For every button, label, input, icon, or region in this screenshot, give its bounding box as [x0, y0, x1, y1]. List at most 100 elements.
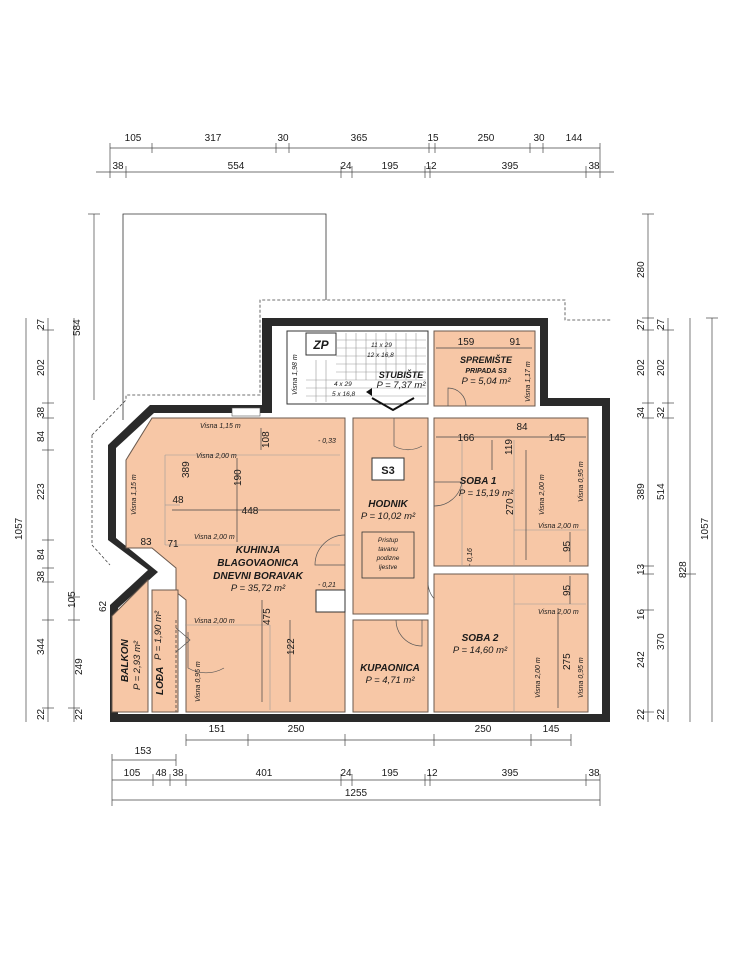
room-soba1: 166 84 145 119 270 95 Visna 2,00 m Visna…	[433, 417, 589, 567]
right-dim-a5: 389	[636, 483, 647, 500]
kuhinja-dim-448: 448	[242, 506, 259, 517]
right-dimension-chain: 280 27 202 34 389 13 16 242 22 27 202 32…	[636, 213, 718, 722]
soba1-area: P = 15,19 m²	[459, 488, 514, 499]
room-kupaonica: KUPAONICA P = 4,71 m²	[352, 619, 429, 713]
top-dim-5: 15	[427, 133, 439, 144]
top-dim-8: 144	[566, 133, 583, 144]
kuhinja-name-3: DNEVNI BORAVAK	[213, 571, 303, 582]
soba1-dim-95: 95	[562, 540, 573, 552]
top-dim-2: 317	[205, 133, 222, 144]
stubiste-name: STUBIŠTE	[379, 369, 425, 380]
stubiste-area: P = 7,37 m²	[376, 380, 426, 391]
top-dim-6: 250	[478, 133, 495, 144]
soba2-height-2: Visna 2,00 m	[535, 657, 542, 698]
spremiste-sub: PRIPADA S3	[465, 368, 506, 375]
spremiste-dim-b: 91	[509, 337, 521, 348]
bottom-dim-4: 145	[543, 724, 560, 735]
bottom-dim-r3-5: 24	[340, 768, 352, 779]
kuhinja-dim-122: 122	[286, 638, 297, 655]
right-dim-a4: 34	[636, 406, 647, 418]
bottom-dim-r3-4: 401	[256, 768, 273, 779]
bottom-dim-1: 151	[209, 724, 226, 735]
hodnik-note-1: Pristup	[378, 537, 399, 544]
spremiste-dim-a: 159	[458, 337, 475, 348]
kupaonica-name: KUPAONICA	[360, 663, 420, 674]
left-dim-7: 38	[36, 570, 47, 582]
top-dim-r2-1: 38	[112, 161, 124, 172]
top-dim-r2-7: 38	[588, 161, 600, 172]
zp-label: ZP	[312, 338, 329, 352]
spremiste-height: Visna 1,17 m	[525, 361, 532, 402]
soba1-name: SOBA 1	[460, 476, 497, 487]
left-dim-10: 22	[36, 708, 47, 720]
balkon-name: BALKON	[120, 638, 131, 682]
soba1-dim-166: 166	[458, 433, 475, 444]
stubiste-height: Visna 1,98 m	[292, 354, 299, 395]
hodnik-name: HODNIK	[368, 499, 408, 510]
soba2-height-3: Visna 0,95 m	[578, 657, 585, 698]
lodja-area: P = 1,90 m²	[153, 610, 164, 660]
soba1-dim-119: 119	[504, 439, 515, 455]
kuhinja-height-3: Visna 1,15 m	[131, 474, 138, 515]
room-soba2: 95 275 Visna 2,00 m Visna 2,00 m Visna 0…	[433, 573, 589, 713]
left-dimension-chain: 27 202 38 84 223 84 38 105 344 22 584 62…	[14, 213, 109, 722]
kuhinja-level-2: - 0,21	[318, 582, 336, 589]
kupaonica-area: P = 4,71 m²	[365, 675, 415, 686]
soba2-height-1: Visna 2,00 m	[538, 609, 579, 616]
kuhinja-height-1: Visna 1,15 m	[200, 423, 241, 430]
hodnik-note-4: ljestve	[379, 564, 398, 571]
bottom-dimension-chain: 151 250 250 145 153 105 48 38 401 24 195…	[111, 724, 601, 806]
stairs-direction-icon	[366, 388, 372, 396]
hodnik-note-2: tavanu	[378, 546, 398, 553]
room-hodnik: S3 HODNIK P = 10,02 m² Pristup tavanu po…	[352, 417, 455, 615]
top-dimension-chain: 105 317 30 365 15 250 30 144 38 554 24 1…	[96, 133, 614, 178]
soba1-height-3: Visna 2,00 m	[538, 523, 579, 530]
room-balkon: BALKON P = 2,93 m²	[111, 578, 149, 713]
top-dim-r2-4: 195	[382, 161, 399, 172]
top-dim-4: 365	[351, 133, 368, 144]
soba2-area: P = 14,60 m²	[453, 645, 508, 656]
kuhinja-dim-71: 71	[167, 539, 179, 550]
soba1-dim-84: 84	[516, 422, 528, 433]
soba1-dim-145: 145	[549, 433, 566, 444]
stairs-note-4: 5 x 16,8	[332, 391, 356, 398]
kuhinja-dim-389: 389	[181, 461, 192, 478]
bottom-dim-r3-3: 38	[172, 768, 184, 779]
left-dim-22: 22	[74, 708, 85, 720]
top-dim-r2-6: 395	[502, 161, 519, 172]
left-dim-5: 223	[36, 483, 47, 500]
right-dim-a9: 22	[636, 708, 647, 720]
right-dim-a2: 27	[636, 318, 647, 330]
bottom-dim-r3-7: 12	[426, 768, 438, 779]
bottom-total: 1255	[345, 788, 368, 799]
soba1-dim-270: 270	[505, 498, 516, 515]
bottom-dim-r3-1: 105	[124, 768, 141, 779]
right-dim-b5: 828	[678, 561, 689, 578]
left-dim-3: 38	[36, 406, 47, 418]
top-dim-1: 105	[125, 133, 142, 144]
kuhinja-height-4: Visna 2,00 m	[194, 534, 235, 541]
left-dim-584: 584	[72, 319, 83, 336]
soba1-height-2: Visna 0,95 m	[578, 461, 585, 502]
spremiste-name: SPREMIŠTE	[460, 354, 513, 365]
stair-room: ZP 11 x 29 12 x 16,8 4 x 29 5 x 16,8 Vis…	[286, 330, 429, 412]
right-dim-b4: 514	[656, 483, 667, 500]
hodnik-area: P = 10,02 m²	[361, 511, 416, 522]
right-total: 1057	[700, 517, 711, 540]
soba2-dim-275: 275	[562, 653, 573, 670]
balkon-area: P = 2,93 m²	[132, 640, 143, 690]
left-dim-2: 202	[36, 359, 47, 376]
bottom-dim-r3-8: 395	[502, 768, 519, 779]
stairs-note-1: 11 x 29	[371, 342, 392, 349]
stairs-note-3: 4 x 29	[334, 381, 352, 388]
bottom-dim-2: 250	[288, 724, 305, 735]
hodnik-note-3: podizne	[376, 555, 400, 562]
bottom-dim-3: 250	[475, 724, 492, 735]
kuhinja-dim-108: 108	[261, 431, 272, 448]
bottom-dim-r3-2: 48	[155, 768, 167, 779]
right-dim-b1: 27	[656, 318, 667, 330]
kuhinja-area: P = 35,72 m²	[231, 583, 286, 594]
top-dim-r2-2: 554	[228, 161, 245, 172]
right-dim-b7: 22	[656, 708, 667, 720]
